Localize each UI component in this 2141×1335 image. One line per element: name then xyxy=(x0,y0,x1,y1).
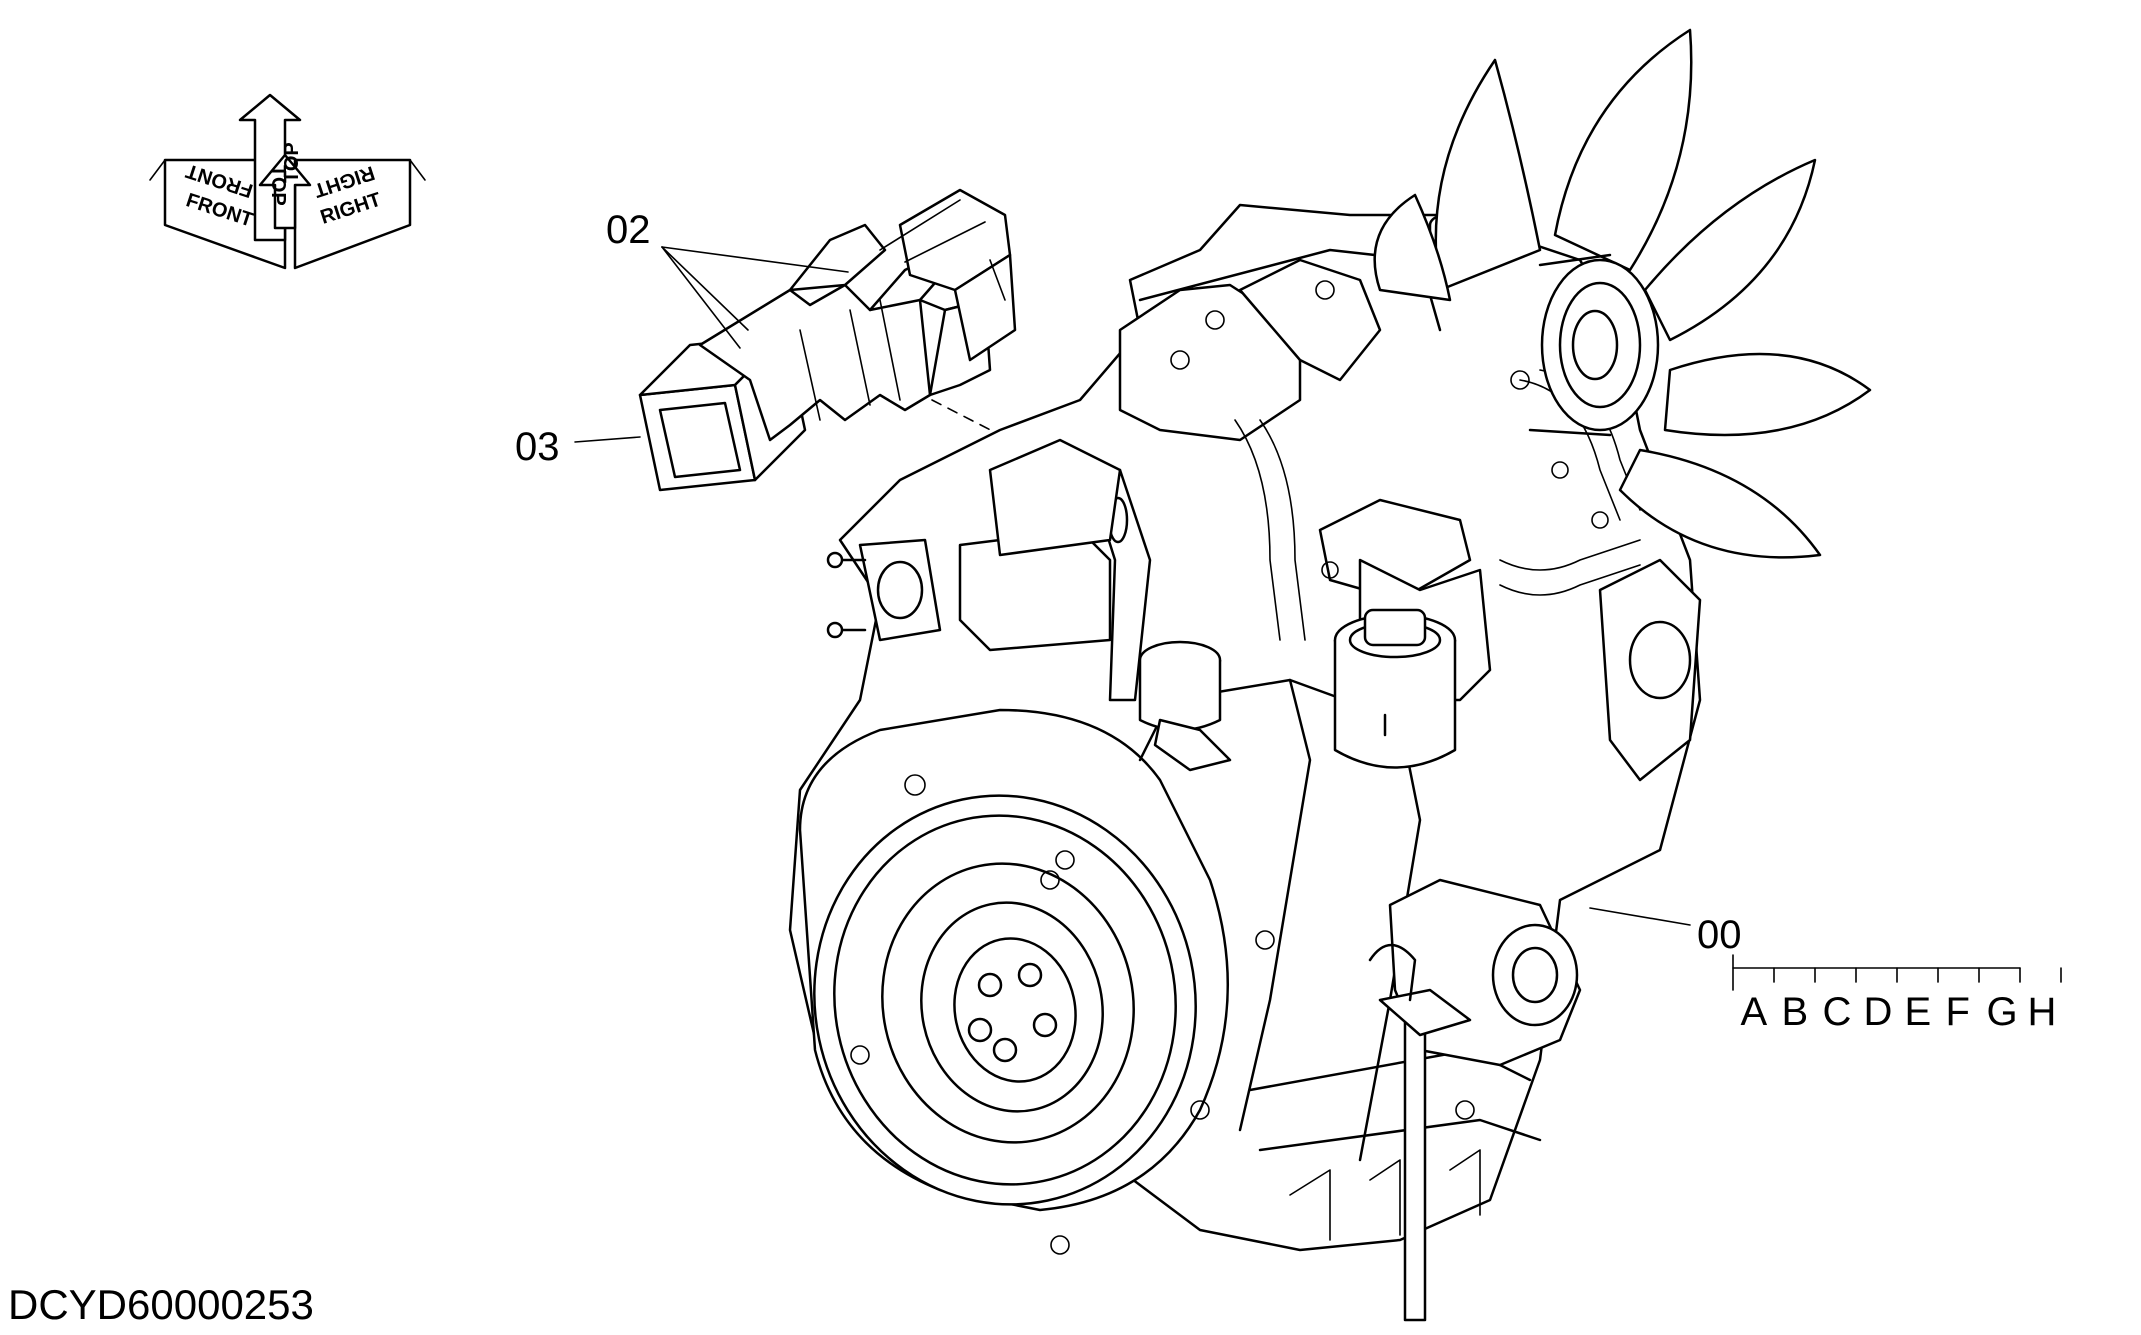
up-arrow-icon xyxy=(258,153,312,230)
air-duct-hose xyxy=(638,188,1017,492)
engine-body xyxy=(788,203,1702,1322)
orientation-top-label-2: TOP xyxy=(281,142,303,183)
document-id: DCYD60000253 xyxy=(8,1281,314,1328)
housing-bolts xyxy=(850,774,1210,1255)
exhaust-flange xyxy=(826,538,942,642)
callout-02[interactable]: 02 xyxy=(606,208,651,252)
flywheel-bolts xyxy=(967,962,1058,1063)
orientation-indicator: FRONT FRONT TOP TOP RIGHT RIGHT xyxy=(149,93,426,270)
variant-letter-d[interactable]: D xyxy=(1864,990,1893,1034)
variant-letter-h[interactable]: H xyxy=(2028,990,2057,1034)
dipstick xyxy=(1368,943,1472,1322)
variant-letter-f[interactable]: F xyxy=(1946,990,1970,1034)
variant-letter-c[interactable]: C xyxy=(1823,990,1852,1034)
variant-letter-g[interactable]: G xyxy=(1987,990,2018,1034)
right-face xyxy=(293,158,412,270)
variant-letter-b[interactable]: B xyxy=(1782,990,1809,1034)
callout-03[interactable]: 03 xyxy=(515,425,560,469)
fuel-filter xyxy=(1333,608,1457,769)
cooling-fan xyxy=(1373,28,1872,559)
variant-letter-e[interactable]: E xyxy=(1905,990,1932,1034)
water-outlet xyxy=(1138,640,1232,772)
variant-letter-a[interactable]: A xyxy=(1741,990,1768,1034)
scale-ticks xyxy=(1773,967,2062,983)
callout-00[interactable]: 00 xyxy=(1697,913,1742,957)
misc-bolts xyxy=(1170,260,1609,1120)
orientation-top-label: TOP xyxy=(267,165,289,206)
